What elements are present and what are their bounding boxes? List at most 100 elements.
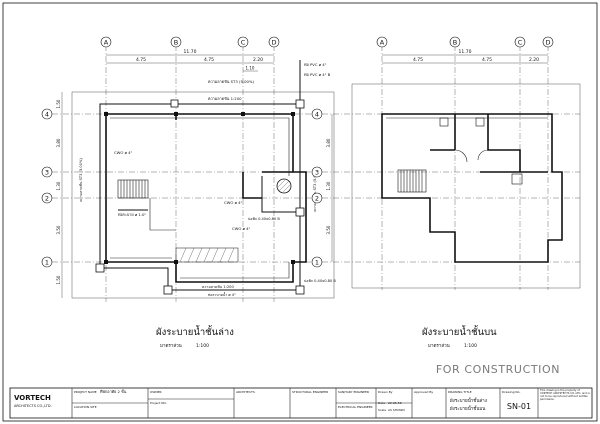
plan-scale-label: มาตราส่วน <box>160 343 182 349</box>
fixture-box <box>475 117 485 127</box>
fixture-box <box>511 173 523 185</box>
grid-label-d: D <box>271 39 276 47</box>
drawing-title-label: DRAWING TITLE <box>448 390 472 394</box>
interior-wall-g <box>149 198 176 231</box>
grid-bubble-a <box>376 36 388 48</box>
grid-label-a: A <box>104 39 109 47</box>
grid-label-4: 4 <box>45 111 49 119</box>
scale-value: AS SHOWN <box>388 408 405 412</box>
company-logo: VORTECH <box>14 394 51 402</box>
drawn-by-label: Drawn By <box>378 390 393 394</box>
project-name-label: PROJECT NAME <box>74 390 97 394</box>
grid-bubble-b <box>170 36 182 48</box>
grid-label-1: 1 <box>315 259 319 267</box>
grid-label-a: A <box>380 39 385 47</box>
copyright-note: This drawing is the property of VORTECH … <box>540 389 590 402</box>
dim-seg-2: 4.75 <box>204 57 214 63</box>
date-label: Date <box>378 401 385 405</box>
structural-label: STRUCTURAL ENGINEER <box>292 390 328 394</box>
grid-label-2: 2 <box>315 195 319 203</box>
project-no-label: Project NO. <box>150 401 167 405</box>
side-dim-4: 3.50 <box>56 225 61 234</box>
label-pipe-note-b: ท่อ PVC ø 4" B <box>304 72 331 77</box>
grid-bubble-3 <box>311 166 323 178</box>
grid-label-3: 3 <box>45 169 49 177</box>
sump-box <box>95 263 105 273</box>
plan-frame <box>351 83 581 289</box>
ground-floor-plan: A B C D 4 3 2 1 11.70 4.75 4.75 2.20 1.1… <box>41 36 336 349</box>
drawing-title-2: ผังระบายน้ำชั้นบน <box>450 405 485 412</box>
interior-wall-f <box>180 262 290 279</box>
grid-label-4: 4 <box>315 111 319 119</box>
side-dim-5: 1.50 <box>56 275 61 284</box>
label-pipe-note-a: ท่อ PVC ø 4" <box>304 62 327 67</box>
column <box>104 112 108 116</box>
grid-bubble-b <box>449 36 461 48</box>
grid-label-d: D <box>545 39 550 47</box>
dim-sub: 1.10 <box>246 66 255 71</box>
label-drain-a: ท่อระบาย ø 1.0" <box>118 212 146 217</box>
exterior-wall <box>381 113 563 263</box>
label-cwo-a: CWO ø 4" <box>114 150 133 155</box>
grid-bubble-1 <box>311 256 323 268</box>
grid-bubble-2 <box>311 192 323 204</box>
side-dim-1: 1.50 <box>56 99 61 108</box>
drawing-no-label: Drawing No. <box>502 390 520 394</box>
grid-bubble-d <box>542 36 554 48</box>
grid-bubble-c <box>514 36 526 48</box>
drain-pipe-branch <box>261 176 300 213</box>
side-dim-1: 3.80 <box>326 138 331 147</box>
scale-label: Scale <box>378 408 386 412</box>
side-dim-2: 3.80 <box>56 138 61 147</box>
sump-box <box>163 285 173 295</box>
plan-title-ground: ผังระบายน้ำชั้นล่าง <box>156 325 234 338</box>
grid-bubble-4 <box>311 108 323 120</box>
electrical-label: ELECTRICAL ENGINEER <box>338 405 373 409</box>
column <box>291 112 295 116</box>
approved-by-label: Approved By <box>414 390 433 394</box>
grid-bubble-c <box>237 36 249 48</box>
dim-seg-2: 4.75 <box>482 57 492 63</box>
interior-wall-a <box>110 117 290 176</box>
grid-label-2: 2 <box>45 195 49 203</box>
stair <box>117 179 149 199</box>
label-slope-bottom: ความลาดชัน 1:200 <box>202 285 234 289</box>
company-sub: ARCHITECTS CO.,LTD. <box>14 404 52 408</box>
sump-box <box>295 99 305 109</box>
drawing-title: ผังระบายน้ำชั้นล่าง <box>450 397 487 404</box>
dim-seg-3: 2.20 <box>529 57 539 63</box>
side-dim-3: 3.50 <box>326 225 331 234</box>
architects-label: ARCHITECTS <box>236 390 255 394</box>
dim-total: 11.70 <box>184 49 197 55</box>
label-cwo-b: CWO ø 4" <box>224 200 243 205</box>
label-sump: บ่อพัก 0.40x0.80 B <box>248 217 280 221</box>
label-slope-b: ความลาดชัน ST3 (5.00%) <box>79 158 83 202</box>
dim-seg-1: 4.75 <box>136 57 146 63</box>
project-name: ที่พักอาศัย 2 ชั้น <box>100 388 127 394</box>
column <box>174 112 178 116</box>
grid-bubble-4 <box>41 108 53 120</box>
fixture-box <box>439 117 449 127</box>
label-pipe-main-bottom: ท่อระบายน้ำ ø 4" <box>208 292 236 297</box>
grid-label-b: B <box>174 39 178 47</box>
plan-scale-value: 1:100 <box>464 343 477 349</box>
column <box>241 112 245 116</box>
door-swing <box>477 149 489 161</box>
sump-box <box>295 207 305 217</box>
title-block: VORTECH ARCHITECTS CO.,LTD. PROJECT NAME… <box>9 387 593 419</box>
grid-label-b: B <box>453 39 457 47</box>
label-pipe-main: ความลาดชัน ST3 (5.00%) <box>208 79 255 84</box>
sump-box <box>170 99 179 108</box>
door-swing <box>454 149 468 163</box>
grid-bubble-3 <box>41 166 53 178</box>
side-dim-3: 1.30 <box>56 181 61 190</box>
column <box>104 260 108 264</box>
grid-label-1: 1 <box>45 259 49 267</box>
terrace-hatch <box>175 247 239 263</box>
side-dim-2: 1.30 <box>326 181 331 190</box>
interior-wall <box>487 114 521 172</box>
label-sump-b: บ่อพัก 0.40x0.80 B <box>304 279 336 283</box>
for-construction-stamp: FOR CONSTRUCTION <box>436 363 560 376</box>
